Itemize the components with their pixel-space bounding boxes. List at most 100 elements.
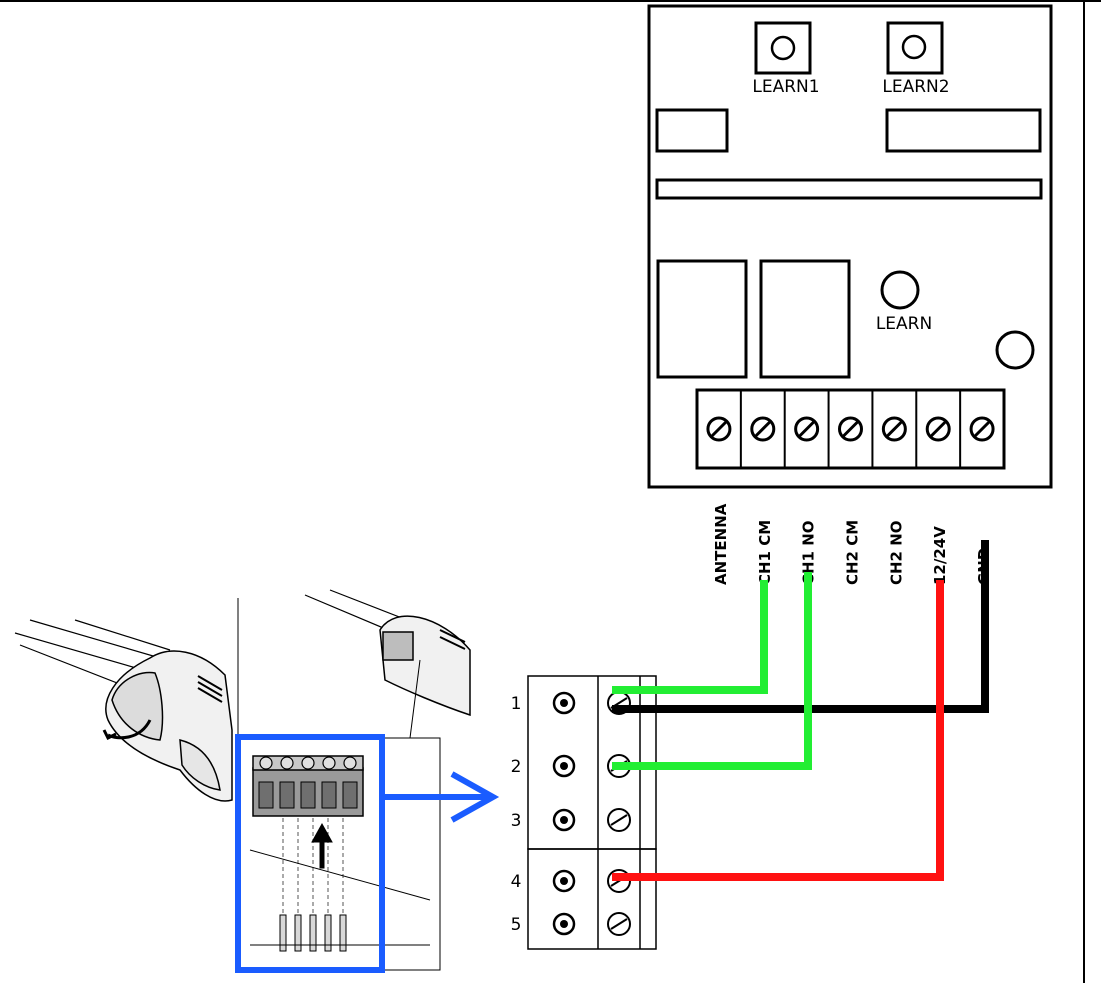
opener-terminal-screw-icon (607, 912, 631, 936)
rotate-arrow-head-icon (102, 729, 117, 741)
learn1-button-knob (770, 35, 796, 61)
zoom-screw-icon (301, 756, 315, 770)
wire-ch1-cm (612, 580, 768, 694)
callout (235, 734, 500, 973)
board-strip (655, 178, 1043, 200)
zoom-leader (409, 659, 421, 739)
receiver-terminal-screws (706, 390, 995, 468)
zoom-screw-icon (322, 756, 336, 770)
zoom-screw-icon (343, 756, 357, 770)
zoom-header-pin (309, 914, 317, 952)
receiver-terminal-label: ANTENNA (712, 503, 730, 585)
opener-terminal-screw-icon (607, 808, 631, 832)
learn-label: LEARN (876, 314, 932, 334)
zoom-header-pin (324, 914, 332, 952)
learn2-button[interactable] (886, 21, 944, 75)
opener-terminal-numbers: 1 2 3 4 5 (511, 694, 522, 935)
wire-ch1-no (612, 572, 812, 770)
receiver-screw-icon (750, 416, 776, 442)
receiver-screw-icon (925, 416, 951, 442)
opener-terminals (552, 691, 631, 936)
receiver-screw-icon (969, 416, 995, 442)
zoom-terminal-slot (279, 781, 295, 809)
receiver-terminal-label: CH2 CM (844, 520, 862, 585)
receiver-screw-icon (881, 416, 907, 442)
zoom-board-edge (249, 849, 431, 946)
board-component-wide (885, 108, 1042, 153)
zoom-terminal-slot (258, 781, 274, 809)
opener-terminal-socket-icon (552, 912, 576, 936)
opener-terminal-socket-center (560, 877, 568, 885)
led-indicator (995, 330, 1035, 370)
opener-terminal-socket-icon (552, 808, 576, 832)
board-component-small (655, 108, 729, 153)
opener-terminal-number: 2 (511, 757, 522, 777)
opener-terminal-socket-icon (552, 754, 576, 778)
receiver-terminal-label: CH2 NO (887, 520, 905, 585)
callout-box (235, 734, 385, 973)
receiver-terminal-strip (695, 388, 1006, 470)
receiver-screw-slot (842, 420, 859, 438)
zoom-terminal-slot (300, 781, 316, 809)
opener-terminal-number: 3 (511, 811, 522, 831)
learn1-button[interactable] (754, 21, 812, 75)
receiver-board: LEARN1 LEARN2 LEARN (647, 4, 1053, 489)
learn-button[interactable] (880, 270, 920, 310)
frame-right-border (1083, 0, 1085, 983)
opener-terminal-socket-center (560, 816, 568, 824)
zoom-header-pin (294, 914, 302, 952)
opener-terminal-screw-slot (610, 814, 628, 826)
zoom-screw-icon (259, 756, 273, 770)
opener-illustration (14, 589, 471, 971)
zoom-header-pins (279, 818, 347, 952)
opener-terminal-socket-center (560, 762, 568, 770)
zoom-screw-icon (280, 756, 294, 770)
opener-vent (197, 675, 223, 703)
receiver-board-outline (647, 4, 1053, 489)
receiver-terminal-label: CH1 NO (800, 520, 818, 585)
opener-rail (14, 619, 171, 689)
learn2-button-knob (901, 34, 927, 60)
wire-gnd (612, 540, 989, 713)
receiver-terminal-label: 12/24V (931, 526, 949, 585)
callout-arrow-head-icon (450, 771, 500, 823)
opener-vent-2 (439, 629, 466, 650)
receiver-screw-slot (974, 420, 991, 438)
opener-terminal-socket-icon (552, 691, 576, 715)
opener-terminal-socket-center (560, 920, 568, 928)
opener-terminal-screw-slot (610, 918, 628, 930)
frame-top-border (0, 0, 1101, 2)
receiver-screw-slot (710, 420, 727, 438)
learn2-label: LEARN2 (882, 77, 949, 97)
opener-terminal-socket-center (560, 699, 568, 707)
opener-housing-2 (379, 615, 471, 717)
insert-arrow-icon (311, 822, 333, 869)
terminal-block-lower (527, 848, 657, 950)
opener-terminal-socket (382, 631, 414, 661)
opener-side-panel (179, 739, 221, 791)
receiver-screw-slot (886, 420, 903, 438)
zoom-terminal-slot (342, 781, 358, 809)
zoom-header-pin (339, 914, 347, 952)
wire-12-24v (612, 580, 944, 881)
receiver-terminal-label: CH1 CM (756, 520, 774, 585)
receiver-screw-icon (794, 416, 820, 442)
zoom-header-pin (279, 914, 287, 952)
relay-1 (656, 259, 748, 379)
opener-terminal-number: 1 (511, 694, 522, 714)
opener-terminal-number: 5 (511, 915, 522, 935)
relay-2 (759, 259, 851, 379)
receiver-screw-slot (754, 420, 771, 438)
zoom-terminal-slot (321, 781, 337, 809)
receiver-screw-icon (838, 416, 863, 442)
opener-terminal-block (527, 675, 657, 950)
opener-terminal-number: 4 (511, 872, 522, 892)
receiver-screw-slot (798, 420, 815, 438)
receiver-screw-slot (930, 420, 947, 438)
wires (612, 540, 989, 881)
zoom-terminal-screws (258, 756, 358, 809)
receiver-screw-icon (706, 416, 732, 442)
learn1-label: LEARN1 (752, 77, 819, 97)
